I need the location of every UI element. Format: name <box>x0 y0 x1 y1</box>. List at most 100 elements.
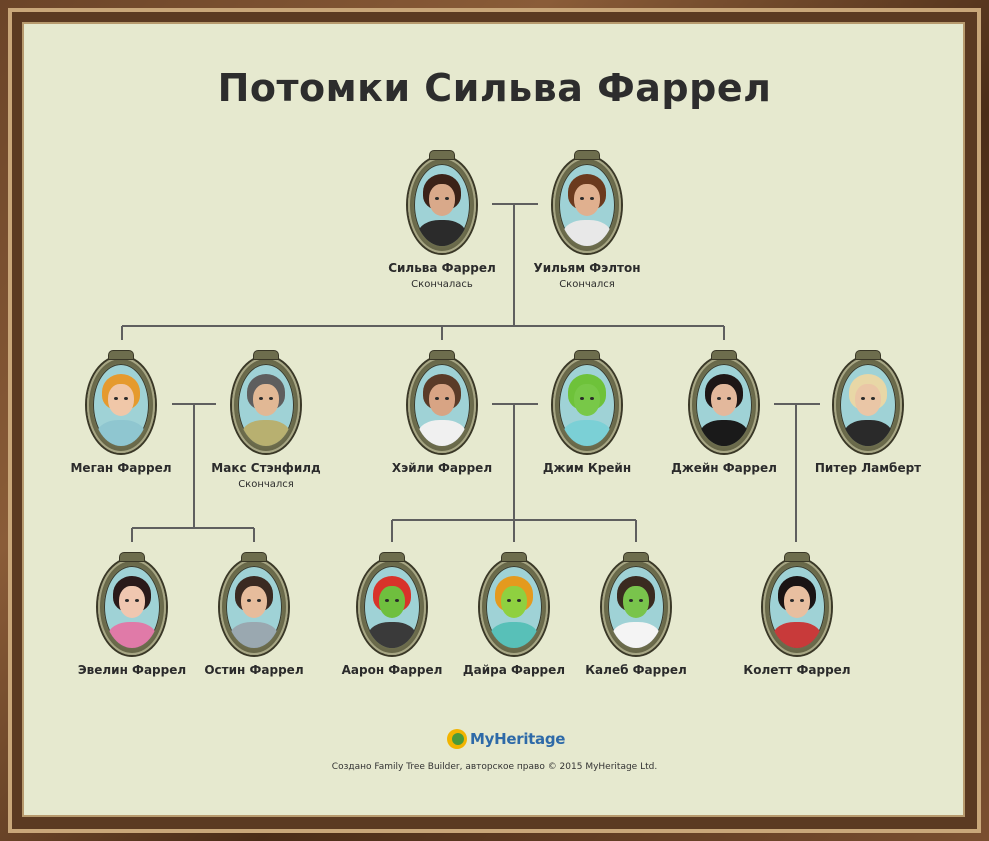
eye <box>517 599 521 602</box>
hayley-portrait <box>414 364 470 446</box>
eye <box>114 397 118 400</box>
max-portrait <box>238 364 294 446</box>
eye <box>135 599 139 602</box>
clothes <box>612 622 660 648</box>
colette-portrait <box>769 566 825 648</box>
clothes <box>490 622 538 648</box>
person-megan[interactable]: Меган Фаррел <box>46 351 196 475</box>
eye <box>445 197 449 200</box>
eye <box>861 397 865 400</box>
logo-text: MyHeritage <box>470 730 566 748</box>
clothes <box>563 420 611 446</box>
portrait-frame <box>602 553 670 655</box>
person-hayley[interactable]: Хэйли Фаррел <box>367 351 517 475</box>
person-austin[interactable]: Остин Фаррел <box>179 553 329 677</box>
eye <box>790 599 794 602</box>
face <box>253 384 279 416</box>
person-name: Калеб Фаррел <box>585 663 687 677</box>
eye <box>727 397 731 400</box>
person-name: Колетт Фаррел <box>743 663 851 677</box>
person-status: Скончался <box>238 479 294 490</box>
portrait-frame <box>408 151 476 253</box>
dayra-portrait <box>486 566 542 648</box>
person-evelyn[interactable]: Эвелин Фаррел <box>57 553 207 677</box>
person-colette[interactable]: Колетт Фаррел <box>722 553 872 677</box>
person-silva[interactable]: Сильва Фаррел Скончалась <box>367 151 517 290</box>
person-aaron[interactable]: Аарон Фаррел <box>317 553 467 677</box>
clothes <box>844 420 892 446</box>
person-caleb[interactable]: Калеб Фаррел <box>561 553 711 677</box>
caleb-portrait <box>608 566 664 648</box>
eye <box>385 599 389 602</box>
face <box>623 586 649 618</box>
portrait-frame <box>834 351 902 453</box>
face <box>574 384 600 416</box>
eye <box>629 599 633 602</box>
eye <box>800 599 804 602</box>
person-max[interactable]: Макс Стэнфилд Скончался <box>191 351 341 490</box>
person-name: Уильям Фэлтон <box>533 261 641 275</box>
clothes <box>97 420 145 446</box>
austin-portrait <box>226 566 282 648</box>
person-status: Скончалась <box>411 279 473 290</box>
eye <box>257 599 261 602</box>
eye <box>124 397 128 400</box>
portrait-frame <box>690 351 758 453</box>
face <box>119 586 145 618</box>
eye <box>717 397 721 400</box>
clothes <box>773 622 821 648</box>
person-name: Макс Стэнфилд <box>211 461 321 475</box>
eye <box>580 197 584 200</box>
face <box>711 384 737 416</box>
eye <box>395 599 399 602</box>
person-name: Эвелин Фаррел <box>77 663 187 677</box>
megan-portrait <box>93 364 149 446</box>
person-name: Дайра Фаррел <box>462 663 566 677</box>
myheritage-logo-icon <box>447 729 467 749</box>
person-peter[interactable]: Питер Ламберт <box>793 351 943 475</box>
portrait-frame <box>358 553 426 655</box>
eye <box>871 397 875 400</box>
face <box>574 184 600 216</box>
eye <box>435 397 439 400</box>
person-dayra[interactable]: Дайра Фаррел <box>439 553 589 677</box>
clothes <box>418 220 466 246</box>
eye <box>590 197 594 200</box>
face <box>108 384 134 416</box>
person-name: Джейн Фаррел <box>671 461 777 475</box>
person-name: Меган Фаррел <box>70 461 172 475</box>
peter-portrait <box>840 364 896 446</box>
tree-canvas <box>22 22 965 817</box>
face <box>784 586 810 618</box>
eye <box>445 397 449 400</box>
face <box>855 384 881 416</box>
person-jim[interactable]: Джим Крейн <box>512 351 662 475</box>
clothes <box>368 622 416 648</box>
person-name: Аарон Фаррел <box>341 663 443 677</box>
person-jane[interactable]: Джейн Фаррел <box>649 351 799 475</box>
clothes <box>108 622 156 648</box>
face <box>429 384 455 416</box>
face <box>501 586 527 618</box>
clothes <box>242 420 290 446</box>
silva-portrait <box>414 164 470 246</box>
eye <box>125 599 129 602</box>
copyright-notice: Создано Family Tree Builder, авторское п… <box>331 762 658 772</box>
clothes <box>563 220 611 246</box>
eye <box>639 599 643 602</box>
myheritage-logo[interactable]: MyHeritage <box>447 728 565 750</box>
person-name: Питер Ламберт <box>814 461 922 475</box>
eye <box>259 397 263 400</box>
clothes <box>700 420 748 446</box>
portrait-frame <box>87 351 155 453</box>
person-name: Джим Крейн <box>542 461 632 475</box>
person-name: Остин Фаррел <box>204 663 304 677</box>
eye <box>269 397 273 400</box>
person-william[interactable]: Уильям Фэлтон Скончался <box>512 151 662 290</box>
clothes <box>418 420 466 446</box>
page-title: Потомки Сильва Фаррел <box>217 66 772 110</box>
portrait-frame <box>553 151 621 253</box>
person-name: Сильва Фаррел <box>388 261 496 275</box>
portrait-frame <box>98 553 166 655</box>
